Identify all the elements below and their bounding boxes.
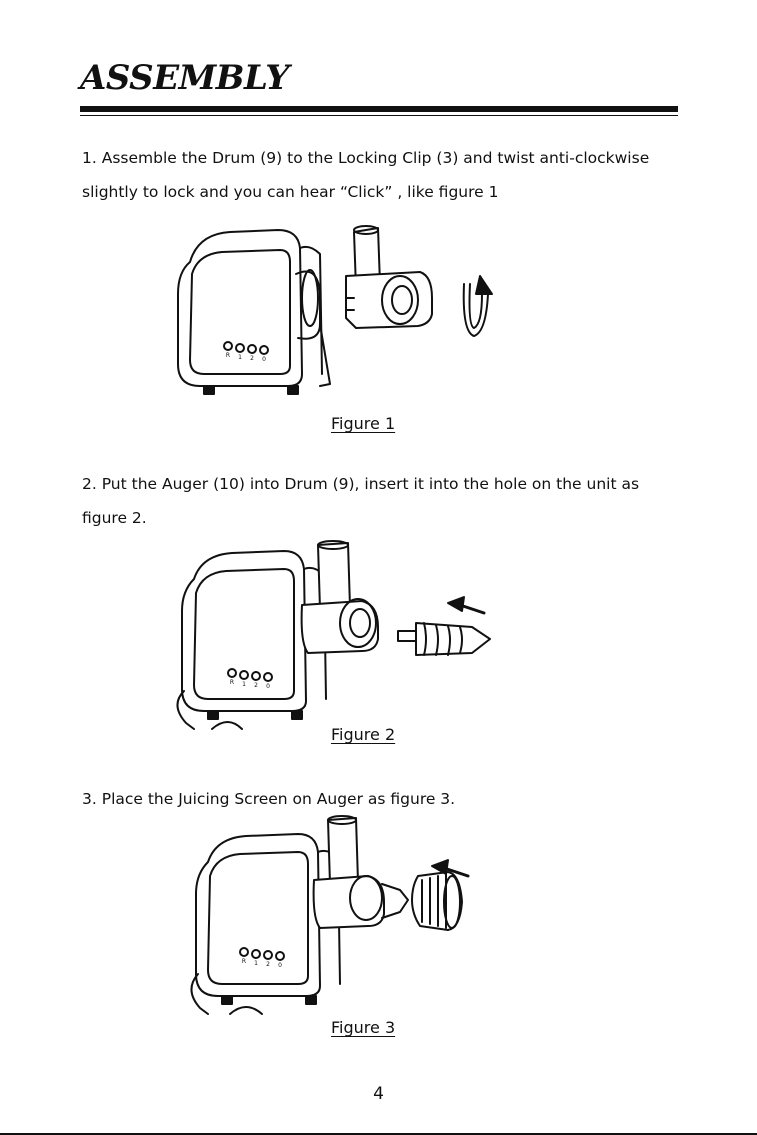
fig1-btn-r: R <box>226 352 230 359</box>
fig2-btn-0: 0 <box>266 683 270 690</box>
page-title: ASSEMBLY <box>80 58 290 98</box>
figure-1-illustration: R 1 2 0 <box>177 225 493 395</box>
heading-rule-thick <box>80 106 678 112</box>
page-number: 4 <box>373 1084 384 1104</box>
fig1-btn-0: 0 <box>262 356 266 363</box>
figure-3-illustration: R 1 2 0 <box>190 815 470 1015</box>
figure-3-caption: Figure 3 <box>331 1018 396 1037</box>
step-2-text: 2. Put the Auger (10) into Drum (9), ins… <box>82 475 640 527</box>
fig3-btn-r: R <box>242 958 246 965</box>
fig1-btn-1: 1 <box>238 354 242 361</box>
figure-2-illustration: R 1 2 0 <box>176 540 491 730</box>
fig3-btn-2: 2 <box>266 961 270 968</box>
page-bottom-line <box>0 1133 757 1135</box>
fig3-btn-0: 0 <box>278 962 282 969</box>
fig1-btn-2: 2 <box>250 355 254 362</box>
step-1-text: 1. Assemble the Drum (9) to the Locking … <box>82 149 650 201</box>
heading-rule-thin <box>80 115 678 116</box>
figure-2-caption: Figure 2 <box>331 725 396 744</box>
fig2-btn-1: 1 <box>242 681 246 688</box>
fig2-btn-r: R <box>230 679 234 686</box>
fig2-btn-2: 2 <box>254 682 258 689</box>
fig3-btn-1: 1 <box>254 960 258 967</box>
step-3-text: 3. Place the Juicing Screen on Auger as … <box>82 790 456 808</box>
figure-1-caption: Figure 1 <box>331 414 396 433</box>
